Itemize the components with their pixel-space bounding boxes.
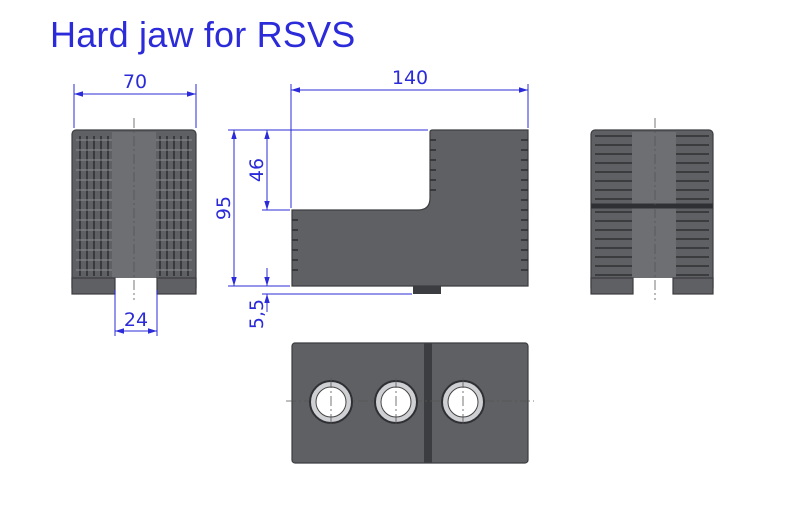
- dimension-length-label: 140: [392, 67, 428, 89]
- dimension-height-label: 95: [213, 196, 235, 220]
- dimension-width: 70: [73, 71, 197, 128]
- page-title: Hard jaw for RSVS: [50, 14, 356, 55]
- bottom-view-key-groove: [424, 343, 432, 463]
- dimension-step-height: 46: [246, 130, 290, 211]
- side-view-serrations-right: [521, 139, 528, 271]
- rear-view-foot-left: [590, 277, 634, 295]
- dimension-key-height: 5,5: [246, 268, 412, 329]
- dimension-height: 95: [213, 129, 428, 287]
- rear-view-key-slot: [633, 278, 673, 294]
- front-view-foot-right: [156, 277, 197, 295]
- side-view-key: [413, 286, 441, 294]
- dimension-step-height-label: 46: [246, 158, 268, 182]
- rear-view-foot-right: [672, 277, 714, 295]
- side-view: [291, 129, 529, 294]
- rear-view: [590, 118, 714, 300]
- dimension-length: 140: [290, 67, 529, 208]
- dimension-key-width: 24: [114, 290, 158, 336]
- front-view-key-slot: [115, 278, 157, 294]
- front-view-serrations: [76, 136, 192, 276]
- dimension-key-height-label: 5,5: [246, 299, 268, 329]
- side-view-body: [291, 129, 529, 287]
- side-view-serrations-left: [292, 139, 436, 271]
- rear-view-serrations: [595, 135, 709, 276]
- bottom-view: [286, 342, 534, 464]
- front-view: [71, 118, 197, 300]
- front-view-foot-left: [71, 277, 116, 295]
- dimension-key-width-label: 24: [124, 309, 148, 331]
- dimension-width-label: 70: [123, 71, 147, 93]
